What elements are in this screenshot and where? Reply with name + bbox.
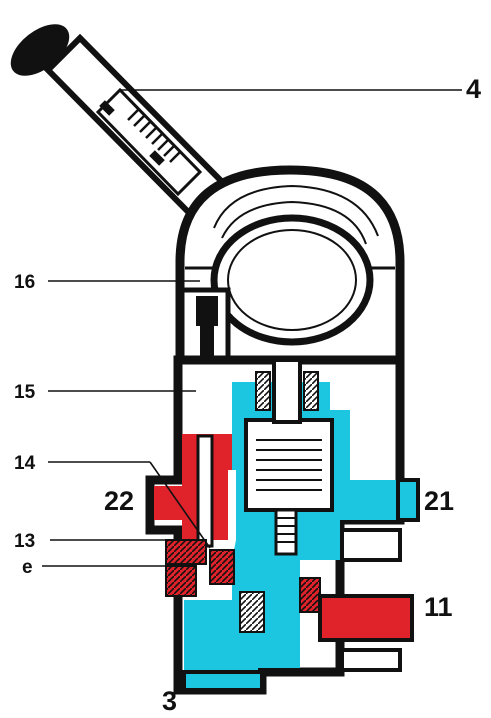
center-spring [256,439,322,491]
dome-inner-ring [213,184,379,237]
leader-lines [42,89,462,567]
label-valve-seat: 13 [14,531,35,552]
label-handle: 4 [466,74,481,104]
handle-spring [127,109,181,163]
label-inlet-valve: 14 [14,453,36,474]
label-right-port: 21 [424,486,454,516]
valve-body-upper [175,165,405,365]
cam-disk-inner [227,229,357,331]
seal-lower-right [299,577,321,613]
port-11 [318,594,414,642]
label-exhaust-port: 3 [162,686,177,716]
label-cam-follower: 16 [14,272,35,293]
cam-follower-block [196,296,218,326]
seal-13 [165,539,207,565]
seal-upper-right [303,371,319,411]
seal-upper-left [255,371,271,411]
valve-body-lower [145,355,420,695]
label-supply-port: 11 [424,592,453,622]
label-left-port: 22 [104,486,134,516]
port-21 [396,478,420,522]
lower-stem [274,508,298,556]
handle-detent-pin [149,150,165,166]
label-plunger: 15 [14,382,36,403]
spring-housing [244,418,334,512]
handle-knob [10,24,70,76]
port-3 [182,670,264,692]
handle-detent-pin [99,100,115,116]
seal-lower-left [239,591,265,633]
seal-e [165,565,197,597]
label-seal: e [22,557,33,578]
labels: 4 16 15 14 22 13 e 21 11 3 [14,74,481,716]
handle-inner-bore [95,87,203,197]
dome-inner-ring-2 [221,200,367,245]
leader-14b [149,461,211,549]
center-stem [272,358,302,424]
